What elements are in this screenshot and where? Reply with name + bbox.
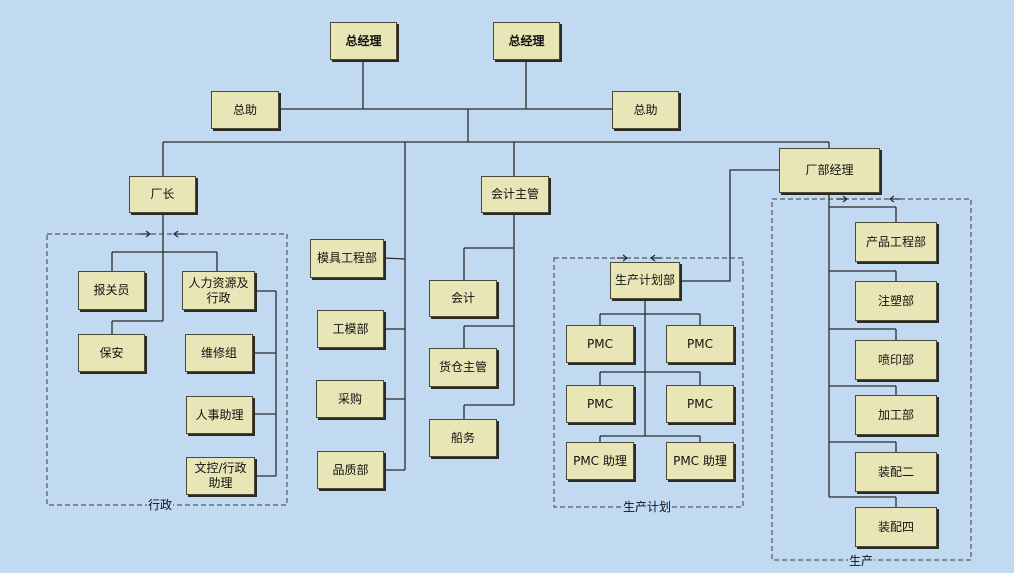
- factory-head-label: 厂长: [150, 187, 175, 201]
- doc-control-node: 文控/行政 助理: [186, 457, 255, 495]
- factory-head-node: 厂长: [129, 176, 196, 213]
- hr-admin-node: 人力资源及 行政: [182, 271, 255, 310]
- accountant-node: 会计: [429, 280, 497, 317]
- pmc-3-label: PMC: [587, 396, 613, 411]
- plant-manager-label: 厂部经理: [805, 163, 854, 177]
- shipping-label: 船务: [450, 430, 475, 445]
- assembly-2-node: 装配二: [855, 452, 937, 492]
- mold-shop-label: 工模部: [332, 321, 369, 336]
- mold-shop-node: 工模部: [317, 310, 384, 348]
- warehouse-supervisor-node: 货仓主管: [429, 348, 497, 387]
- purchasing-node: 采购: [316, 380, 384, 418]
- general-manager-right-node: 总经理: [493, 22, 560, 60]
- pmc-assistant-2-label: PMC 助理: [673, 453, 727, 468]
- assembly-2-label: 装配二: [877, 464, 914, 479]
- assembly-4-label: 装配四: [877, 519, 914, 534]
- production-planning-label: 生产计划部: [615, 273, 676, 287]
- pmc-assistant-1-node: PMC 助理: [566, 442, 634, 480]
- maintenance-node: 维修组: [185, 334, 253, 372]
- plant-manager-node: 厂部经理: [779, 148, 880, 193]
- customs-officer-node: 报关员: [78, 271, 145, 310]
- product-engineering-label: 产品工程部: [865, 234, 926, 249]
- pmc-3-node: PMC: [566, 385, 634, 423]
- mold-engineering-label: 模具工程部: [316, 251, 377, 265]
- security-label: 保安: [99, 345, 124, 360]
- purchasing-label: 采购: [337, 391, 362, 406]
- assembly-4-node: 装配四: [855, 507, 937, 547]
- quality-label: 品质部: [332, 462, 369, 477]
- pmc-assistant-2-node: PMC 助理: [666, 442, 734, 480]
- machining-label: 加工部: [877, 407, 914, 422]
- hr-admin-label-line1: 人力资源及: [188, 275, 249, 290]
- admin-group-label: 行政: [147, 498, 174, 512]
- general-manager-right-label: 总经理: [508, 33, 545, 48]
- general-manager-left-node: 总经理: [330, 22, 397, 60]
- hr-admin-label-line2: 行政: [206, 290, 231, 305]
- general-assistant-left-node: 总助: [211, 91, 279, 129]
- warehouse-supervisor-label: 货仓主管: [438, 360, 487, 374]
- security-node: 保安: [78, 334, 145, 372]
- pmc-1-node: PMC: [566, 325, 634, 363]
- pmc-4-node: PMC: [666, 385, 734, 423]
- pmc-1-label: PMC: [587, 336, 613, 351]
- injection-molding-node: 注塑部: [855, 281, 937, 321]
- accounting-supervisor-node: 会计主管: [481, 176, 549, 213]
- general-assistant-right-node: 总助: [612, 91, 679, 129]
- injection-molding-label: 注塑部: [877, 293, 914, 308]
- quality-node: 品质部: [317, 451, 384, 489]
- doc-control-label-line2: 助理: [208, 476, 233, 490]
- general-assistant-right-label: 总助: [633, 102, 658, 117]
- general-assistant-left-label: 总助: [232, 102, 257, 117]
- planning-group-label: 生产计划: [622, 500, 673, 514]
- spray-printing-node: 喷印部: [855, 340, 937, 380]
- spray-printing-label: 喷印部: [877, 352, 914, 367]
- mold-engineering-node: 模具工程部: [310, 239, 384, 278]
- production-group-label: 生产: [848, 554, 875, 568]
- pmc-2-label: PMC: [687, 336, 713, 351]
- pmc-assistant-1-label: PMC 助理: [573, 453, 627, 468]
- accounting-supervisor-label: 会计主管: [490, 187, 539, 201]
- production-planning-node: 生产计划部: [610, 262, 680, 299]
- doc-control-label-line1: 文控/行政: [194, 461, 247, 475]
- maintenance-label: 维修组: [200, 345, 237, 360]
- pmc-4-label: PMC: [687, 396, 713, 411]
- product-engineering-node: 产品工程部: [855, 222, 937, 262]
- machining-node: 加工部: [855, 395, 937, 435]
- customs-officer-label: 报关员: [93, 283, 130, 297]
- shipping-node: 船务: [429, 419, 497, 457]
- accountant-label: 会计: [450, 291, 475, 305]
- pmc-2-node: PMC: [666, 325, 734, 363]
- hr-assistant-node: 人事助理: [186, 396, 253, 434]
- hr-assistant-label: 人事助理: [195, 407, 244, 422]
- general-manager-left-label: 总经理: [345, 33, 382, 48]
